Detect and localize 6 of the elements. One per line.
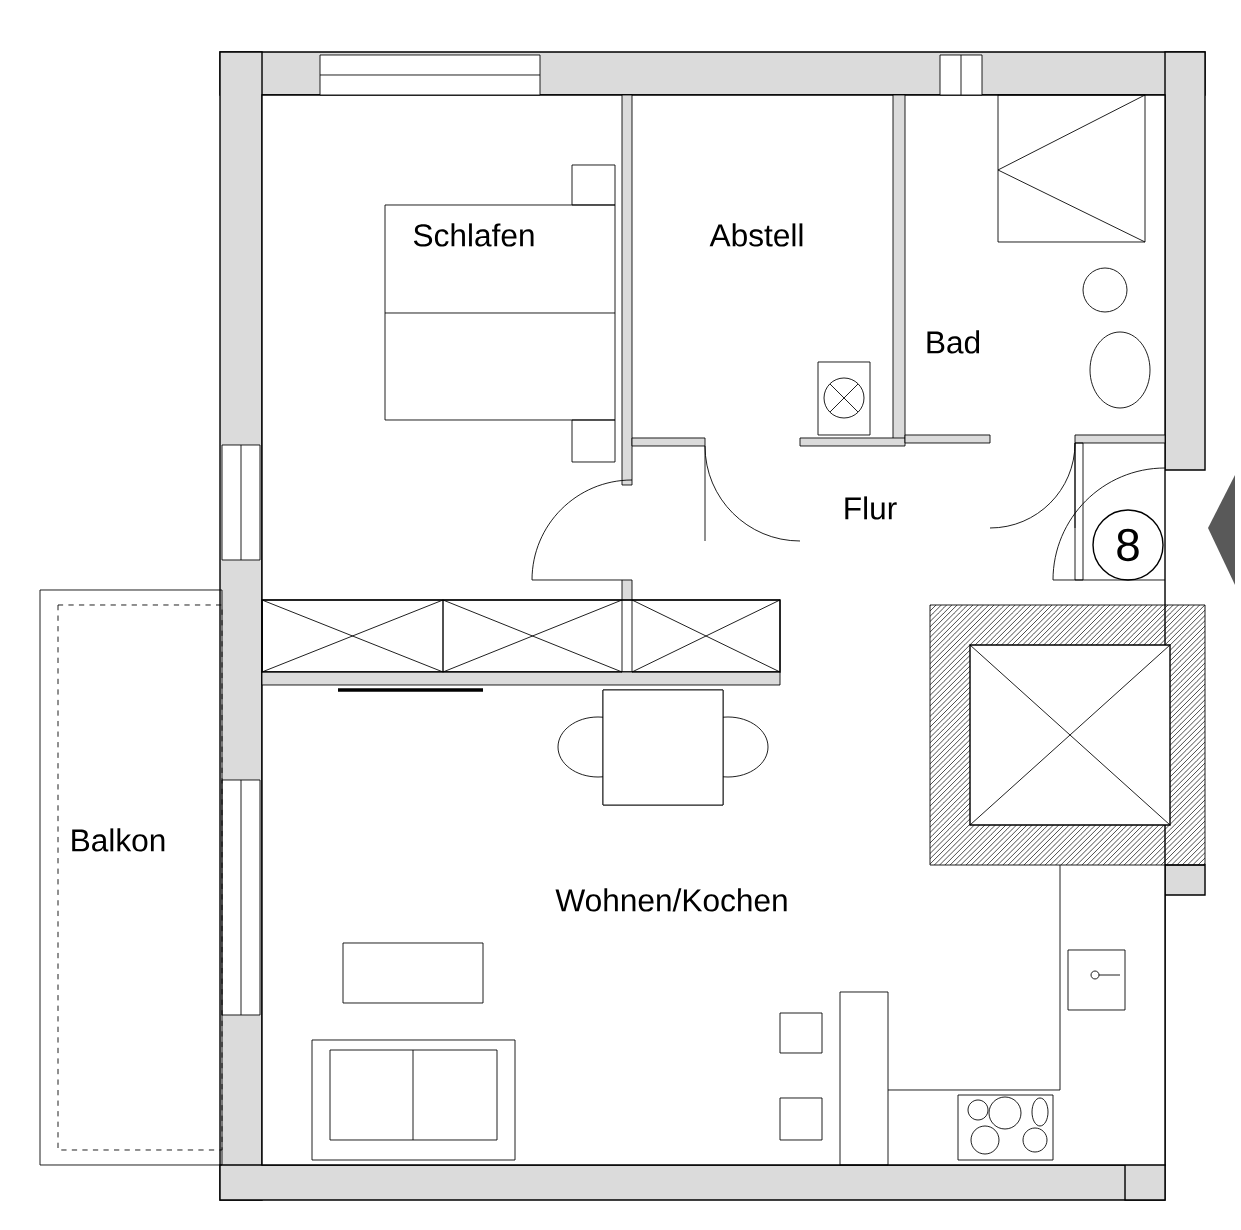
room-label: Abstell — [709, 223, 803, 247]
room-label: Bad — [927, 330, 980, 354]
room-label: Wohnen/Kochen — [555, 888, 787, 912]
room-label: Balkon — [72, 828, 165, 852]
room-label: Flur — [845, 496, 897, 520]
room-label: Schlafen — [413, 223, 534, 247]
